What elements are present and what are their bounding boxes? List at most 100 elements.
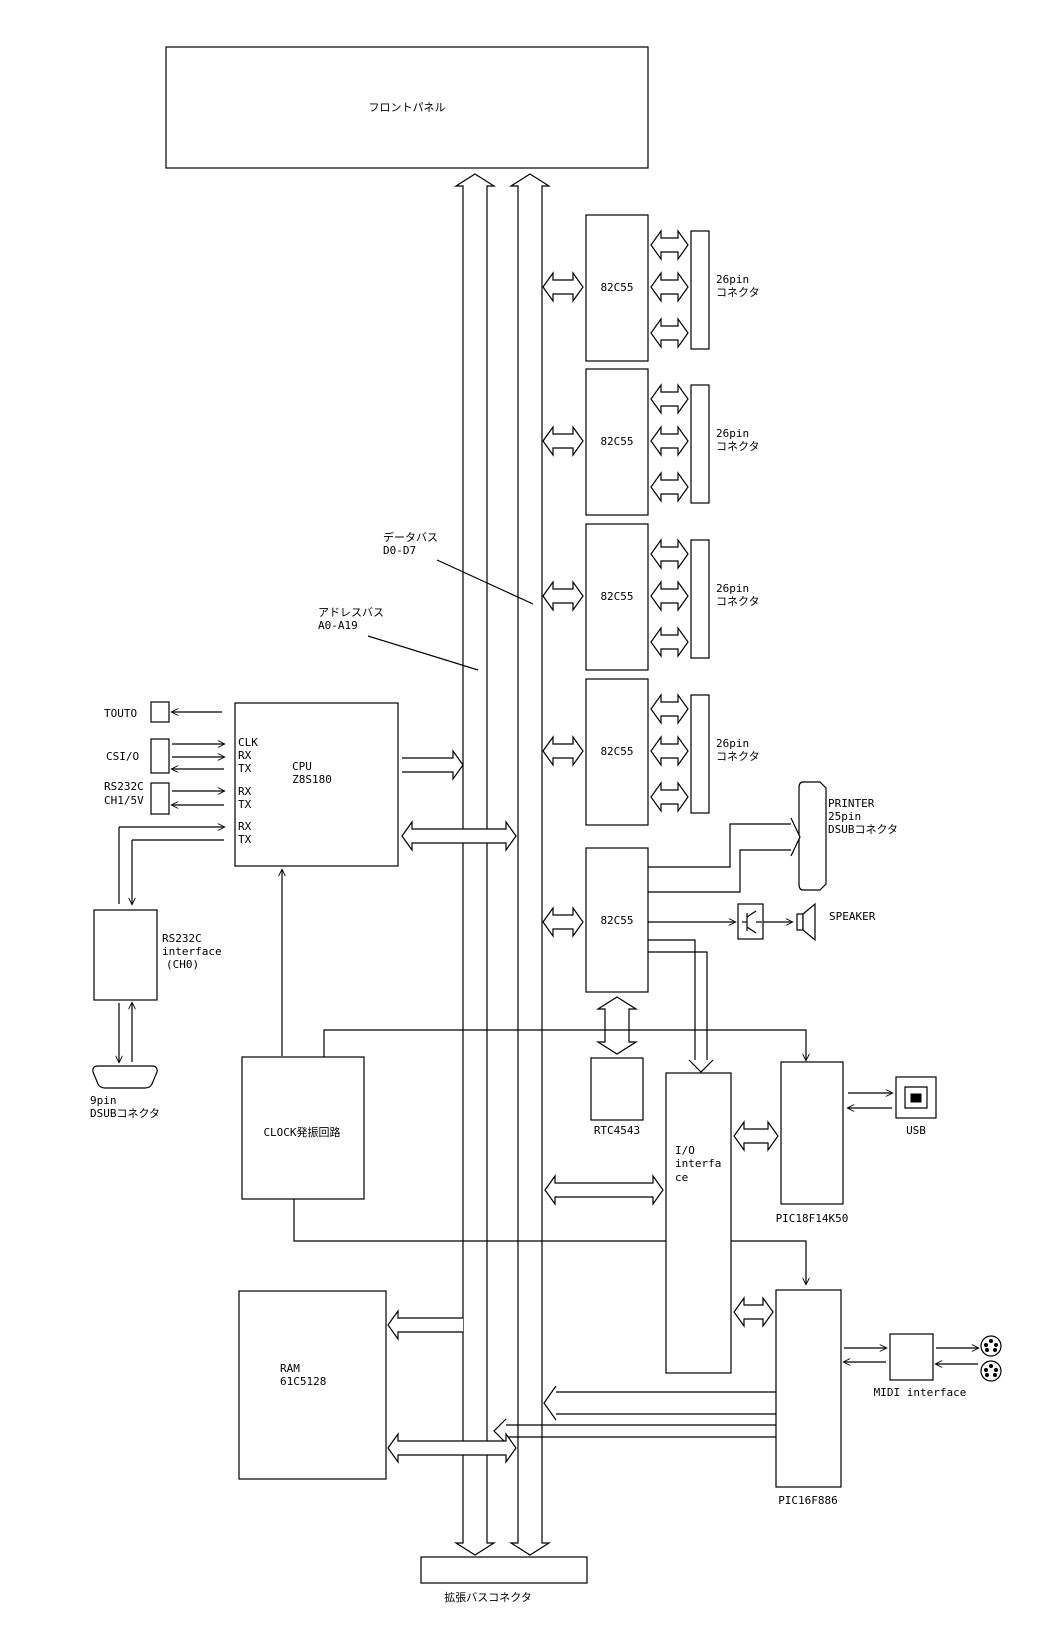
- port-arrow: [650, 538, 689, 570]
- csio: CSI/O: [106, 738, 224, 774]
- ppi-82c55-5-label: 82C55: [600, 914, 633, 927]
- cpu-label-line2: Z8S180: [292, 773, 332, 786]
- touto-label: TOUTO: [104, 707, 137, 720]
- rtc-link: [595, 996, 639, 1055]
- cpu-pin-tx: TX: [238, 833, 252, 846]
- csio-label: CSI/O: [106, 750, 139, 763]
- printer-label-line1: PRINTER: [828, 797, 875, 810]
- ppi-label: 82C55: [600, 281, 633, 294]
- addr-bus-label-line2: A0-A19: [318, 619, 358, 632]
- pic18f14k50: PIC18F14K50: [776, 1061, 892, 1225]
- port-arrow: [650, 781, 689, 813]
- midi-label: MIDI interface: [874, 1386, 967, 1399]
- rtc-label: RTC4543: [594, 1124, 640, 1137]
- printer-label-line3: DSUBコネクタ: [828, 823, 898, 836]
- pic16-label: PIC16F886: [778, 1494, 838, 1507]
- connector-label-line2: コネクタ: [716, 440, 760, 453]
- speaker: SPEAKER: [648, 902, 876, 942]
- pic16f886: PIC16F886: [775, 1289, 886, 1507]
- cpu-address-arrow: [402, 749, 464, 781]
- speaker-icon: [796, 902, 816, 942]
- data-bus-label-line1: データバス: [383, 530, 438, 544]
- cpu: CPU Z8S180 CLK RX TX RX TX RX TX: [234, 702, 399, 867]
- data-bus-label: データバス D0-D7: [383, 530, 534, 605]
- midi-din-in-icon: [980, 1360, 1002, 1382]
- address-bus: [453, 173, 497, 1556]
- io-interface: I/O interfa ce: [665, 1072, 732, 1374]
- rs232c-if-label-line3: (CH0): [166, 958, 199, 971]
- port-arrow: [650, 317, 689, 349]
- dsub9-label-line2: DSUBコネクタ: [90, 1107, 160, 1120]
- ram: RAM 61C5128: [238, 1290, 387, 1480]
- port-arrow: [650, 383, 689, 415]
- ram-data-arrow: [387, 1432, 517, 1464]
- ppi5-bus-arrow: [542, 906, 584, 938]
- port-arrow: [650, 471, 689, 503]
- clock-oscillator: CLOCK発振回路: [241, 870, 806, 1284]
- rtc: RTC4543: [590, 1057, 644, 1137]
- expansion-bus-connector: 拡張バスコネクタ: [420, 1556, 588, 1604]
- pic18-label: PIC18F14K50: [776, 1212, 849, 1225]
- printer-connector: PRINTER 25pin DSUBコネクタ: [798, 781, 898, 891]
- midi-din-out-icon: [980, 1335, 1002, 1357]
- bus-arrow: [542, 735, 584, 767]
- connector-label-line2: コネクタ: [716, 595, 760, 608]
- port-arrow: [650, 580, 689, 612]
- usb-label: USB: [906, 1124, 926, 1137]
- rs232c-if-label-line1: RS232C: [162, 932, 202, 945]
- rs232c-ch1-label-line2: CH1/5V: [104, 794, 144, 807]
- midi-interface: MIDI interface: [874, 1333, 1002, 1399]
- cpu-pin-rx: RX: [238, 820, 252, 833]
- io-label-line2: interfa: [675, 1157, 721, 1170]
- touto: TOUTO: [104, 701, 222, 723]
- port-arrow: [650, 626, 689, 658]
- bus-arrow: [542, 425, 584, 457]
- printer-label-line2: 25pin: [828, 810, 861, 823]
- connector-26pin: [690, 384, 710, 504]
- rs232c-ch1: RS232C CH1/5V: [104, 780, 224, 815]
- data-bus: [508, 173, 552, 1556]
- connector-label-line1: 26pin: [716, 273, 749, 286]
- dsub9-connector: 9pin DSUBコネクタ: [90, 1065, 160, 1120]
- bus-arrow: [542, 271, 584, 303]
- front-panel-label: フロントパネル: [369, 101, 446, 114]
- ppi-82c55-5: 82C55: [585, 847, 649, 993]
- connector-label-line2: コネクタ: [716, 750, 760, 763]
- rs232c-interface: RS232C interface (CH0): [93, 827, 224, 1062]
- ppi-label: 82C55: [600, 590, 633, 603]
- port-arrow: [650, 735, 689, 767]
- bus-connections: [387, 749, 779, 1464]
- connector-26pin: [690, 539, 710, 659]
- port-arrow: [650, 271, 689, 303]
- ram-label-line1: RAM: [280, 1362, 300, 1375]
- front-panel: フロントパネル: [165, 46, 649, 169]
- ppi-label: 82C55: [600, 745, 633, 758]
- io-bus-arrow: [544, 1174, 664, 1206]
- io-pic16-arrow: [733, 1296, 774, 1328]
- cpu-data-arrow: [401, 820, 517, 852]
- addr-bus-label-line1: アドレスバス: [318, 606, 384, 619]
- cpu-pin-rx: RX: [238, 785, 252, 798]
- speaker-label: SPEAKER: [829, 910, 876, 923]
- expansion-bus-label: 拡張バスコネクタ: [444, 1590, 532, 1604]
- port-arrow: [650, 425, 689, 457]
- connector-26pin: [690, 694, 710, 814]
- ppi-label: 82C55: [600, 435, 633, 448]
- port-arrow: [650, 693, 689, 725]
- cpu-pin-tx: TX: [238, 762, 252, 775]
- cpu-pin-tx: TX: [238, 798, 252, 811]
- rs232c-if-label-line2: interface: [162, 945, 222, 958]
- bus-arrow: [542, 580, 584, 612]
- dsub9-label-line1: 9pin: [90, 1094, 117, 1107]
- connector-26pin: [690, 230, 710, 350]
- connector-label-line1: 26pin: [716, 737, 749, 750]
- ppi-blocks: 82C5526pinコネクタ82C5526pinコネクタ82C5526pinコネ…: [542, 214, 760, 826]
- connector-label-line2: コネクタ: [716, 286, 760, 299]
- rs232c-ch1-label-line1: RS232C: [104, 780, 144, 793]
- transistor-icon: [742, 910, 762, 934]
